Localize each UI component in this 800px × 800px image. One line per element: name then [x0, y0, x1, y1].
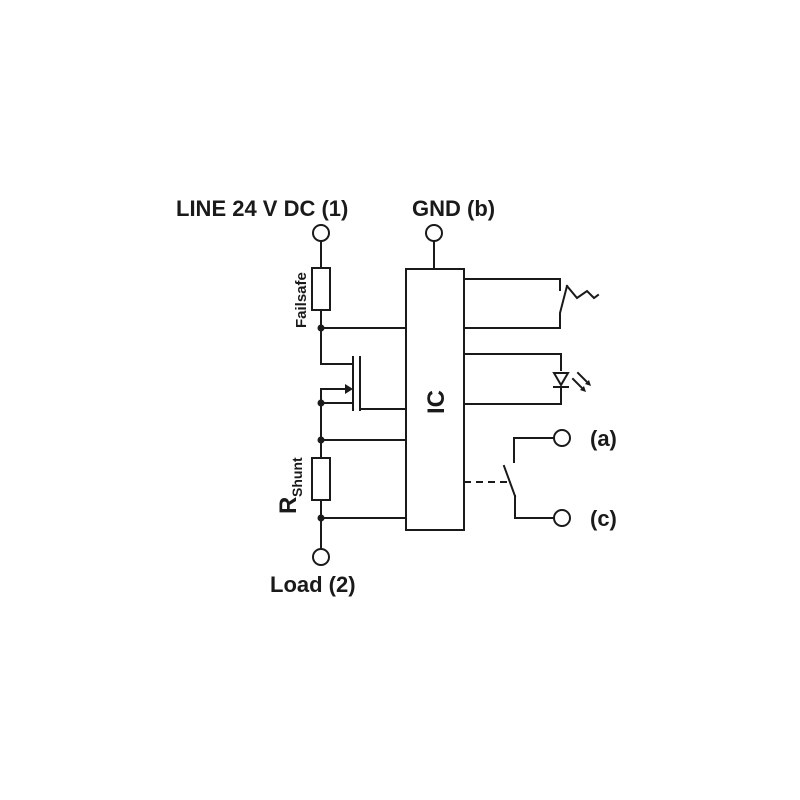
led-icon	[552, 372, 570, 387]
contact-c-label: (c)	[590, 506, 617, 531]
led-wire	[463, 353, 562, 405]
rshunt-label: R Shunt	[275, 457, 305, 514]
light-rays-icon	[571, 371, 591, 392]
contact-a-label: (a)	[590, 426, 617, 451]
gnd-terminal	[425, 224, 443, 242]
relay-contact-c-wire	[514, 495, 555, 519]
shunt-resistor	[311, 457, 331, 501]
failsafe-fuse	[311, 267, 331, 311]
mosfet-arrow-icon	[345, 384, 353, 394]
terminal-c	[553, 509, 571, 527]
rshunt-sub: Shunt	[289, 457, 305, 497]
top-contact-wire	[463, 278, 569, 329]
load-label: Load (2)	[270, 572, 356, 597]
terminal-a	[553, 429, 571, 447]
ic-block	[405, 268, 465, 531]
gnd-label: GND (b)	[412, 196, 495, 221]
line-terminal	[312, 224, 330, 242]
ic-label: IC	[423, 390, 450, 414]
line-24v-label: LINE 24 V DC (1)	[176, 196, 348, 221]
relay-contact-a-wire	[513, 437, 555, 463]
relay-switch-arm	[502, 464, 517, 498]
failsafe-label: Failsafe	[293, 272, 310, 328]
spring-contact-icon	[565, 284, 600, 300]
mosfet-source-wire	[320, 388, 354, 404]
load-terminal	[312, 548, 330, 566]
rshunt-main: R	[275, 497, 302, 514]
